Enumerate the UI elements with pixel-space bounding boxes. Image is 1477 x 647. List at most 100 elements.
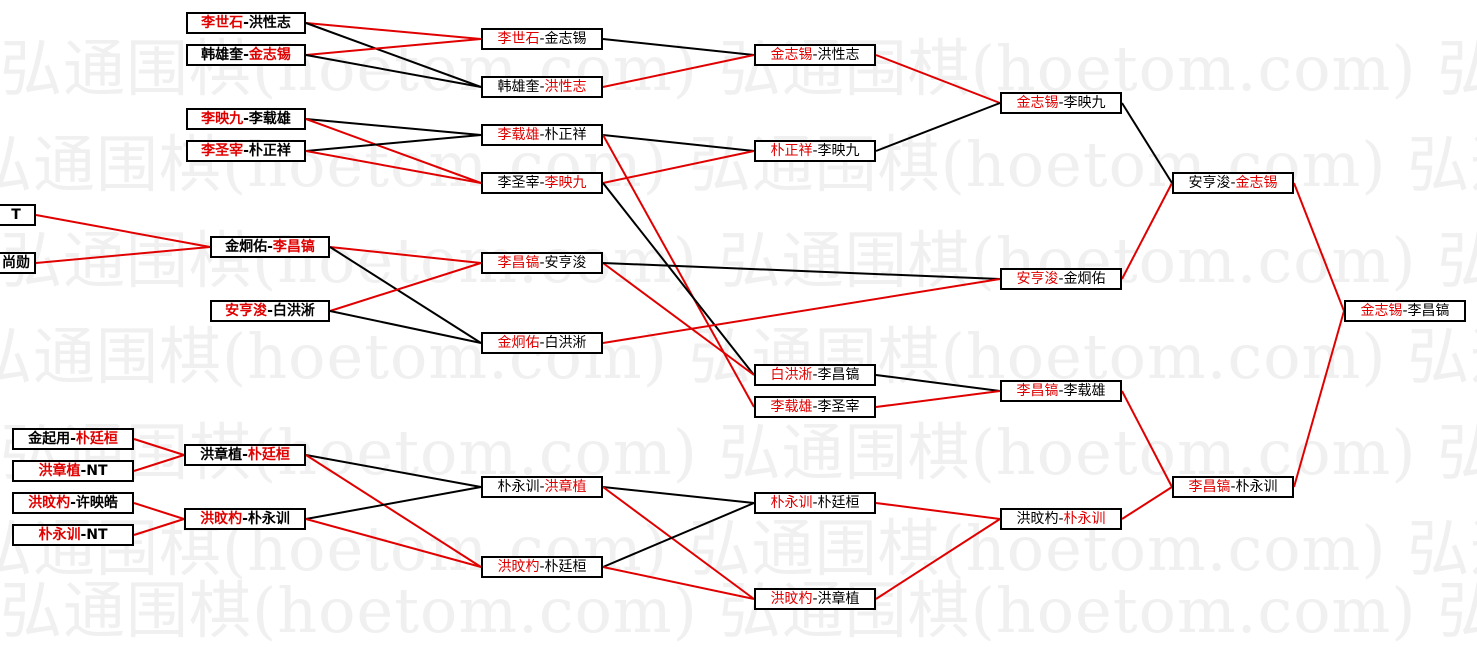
player-a: 安亨浚 (1188, 175, 1231, 191)
dash: - (80, 463, 87, 479)
dash: - (539, 79, 545, 95)
match-box: 李世石-洪性志 (186, 12, 306, 34)
loser-line (602, 182, 755, 376)
match-box: 金起用-朴廷桓 (12, 428, 134, 450)
match-box: 洪旼杓-朴永训 (184, 508, 306, 530)
player-a: 洪旼杓 (497, 559, 540, 575)
match-box: 李圣宰-朴正祥 (186, 140, 306, 162)
player-b: 李载雄 (1063, 383, 1106, 399)
player-b: 朴廷桓 (247, 447, 290, 463)
match-box: 朴正祥-李映九 (754, 140, 876, 162)
player-a: 洪旼杓 (770, 591, 813, 607)
match-box: 李载雄-李圣宰 (754, 396, 876, 418)
match-box: 金炯佑-白洪淅 (481, 332, 603, 354)
player-b: 李映九 (1063, 95, 1106, 111)
match-box: 李昌镐-李载雄 (1000, 380, 1122, 402)
dash: - (1402, 303, 1408, 319)
winner-line (329, 246, 482, 264)
player-a: 李圣宰 (201, 143, 244, 159)
match-box: 洪章植-朴廷桓 (184, 444, 306, 466)
match-box: 李圣宰-李映九 (481, 172, 603, 194)
player-a: 洪章植 (38, 463, 81, 479)
winner-line (1293, 310, 1345, 488)
dash: - (243, 143, 249, 159)
player-b: 朴永训 (1235, 479, 1278, 495)
match-box: 安亨浚-白洪淅 (210, 300, 330, 322)
match-box: 白洪淅-李昌镐 (754, 364, 876, 386)
dash: - (242, 511, 248, 527)
dash: - (812, 143, 818, 159)
player-b: 许映皓 (75, 495, 118, 511)
dash: - (539, 31, 545, 47)
winner-line (602, 566, 755, 600)
player-a: 安亨浚 (225, 303, 268, 319)
winner-line (1121, 390, 1173, 488)
match-box: 韩雄奎-洪性志 (481, 76, 603, 98)
player-b: 洪性志 (817, 47, 860, 63)
player-a: 韩雄奎 (497, 79, 540, 95)
winner-line (875, 390, 1001, 408)
match-box: 朴永训-NT (12, 524, 134, 546)
dash: - (812, 367, 818, 383)
winner-line (875, 518, 1001, 600)
winner-line (602, 486, 755, 600)
winner-line (133, 438, 185, 456)
dash: - (243, 111, 249, 127)
loser-line (305, 486, 482, 520)
match-box: 李世石-金志锡 (481, 28, 603, 50)
player-a: 李昌镐 (1188, 479, 1231, 495)
winner-line (133, 502, 185, 520)
winner-line (305, 150, 482, 184)
player-b: 金志锡 (1235, 175, 1278, 191)
winner-line (1121, 486, 1173, 520)
player-a: 朴正祥 (770, 143, 813, 159)
player-a: 李映九 (201, 111, 244, 127)
winner-line (875, 54, 1001, 104)
match-box: 韩雄奎-金志锡 (186, 44, 306, 66)
dash: - (1230, 175, 1236, 191)
match-box: 洪旼杓-朴廷桓 (481, 556, 603, 578)
winner-line (875, 502, 1001, 520)
match-box: T (0, 204, 36, 226)
player-b: 朴永训 (247, 511, 290, 527)
dash: - (243, 15, 249, 31)
dash: - (539, 127, 545, 143)
player-b: 李昌镐 (1407, 303, 1450, 319)
dash: - (267, 303, 273, 319)
loser-line (602, 502, 755, 568)
loser-line (329, 246, 482, 344)
winner-line (1121, 182, 1173, 280)
player-a: 朴永训 (497, 479, 540, 495)
winner-line (305, 22, 482, 40)
dash: - (80, 527, 87, 543)
player-a: 金炯佑 (497, 335, 540, 351)
dash: - (1058, 271, 1064, 287)
match-box: 洪旼杓-许映皓 (12, 492, 134, 514)
player-b: 安亨浚 (544, 255, 587, 271)
dash: - (1058, 383, 1064, 399)
loser-line (875, 374, 1001, 392)
match-box: 李昌镐-朴永训 (1172, 476, 1294, 498)
winner-line (35, 246, 211, 264)
dash: - (539, 175, 545, 191)
winner-line (1293, 182, 1345, 312)
dash: - (267, 239, 273, 255)
winner-line (305, 38, 482, 56)
player-a: 李世石 (201, 15, 244, 31)
player-b: 李圣宰 (817, 399, 860, 415)
dash: - (70, 431, 76, 447)
match-box: 李映九-李载雄 (186, 108, 306, 130)
match-box: 尚勋 (0, 252, 36, 274)
player-a: 李世石 (497, 31, 540, 47)
player-a: 李昌镐 (497, 255, 540, 271)
dash: - (812, 399, 818, 415)
player-b: 洪章植 (817, 591, 860, 607)
loser-line (305, 134, 482, 152)
winner-line (602, 278, 1001, 344)
dash: - (1058, 95, 1064, 111)
winner-line (305, 518, 482, 568)
player-b: 金志锡 (544, 31, 587, 47)
player-b: 朴廷桓 (75, 431, 118, 447)
match-box: 洪旼杓-洪章植 (754, 588, 876, 610)
player-a: 韩雄奎 (201, 47, 244, 63)
